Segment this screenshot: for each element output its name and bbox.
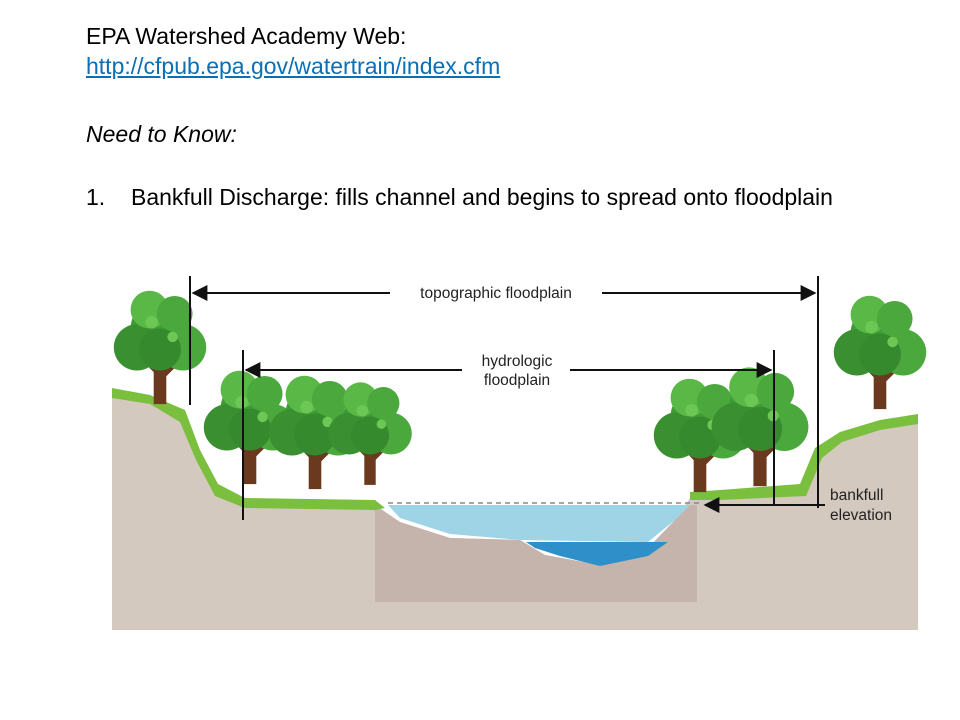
epa-link[interactable]: http://cfpub.epa.gov/watertrain/index.cf… bbox=[86, 53, 501, 79]
label-hydrologic-line2: floodplain bbox=[484, 372, 550, 389]
bankfull-water bbox=[388, 505, 690, 542]
grass-right bbox=[690, 414, 918, 500]
grass-left bbox=[112, 388, 385, 510]
label-topographic-floodplain: topographic floodplain bbox=[420, 285, 572, 302]
label-hydrologic-line1: hydrologic bbox=[482, 353, 553, 370]
soil-profile bbox=[112, 395, 918, 630]
page-title: EPA Watershed Academy Web: bbox=[86, 23, 407, 49]
channel-soil bbox=[375, 505, 697, 602]
section-heading: Need to Know: bbox=[86, 121, 237, 147]
label-bankfull-line1: bankfull bbox=[830, 487, 883, 504]
list-item-number: 1. bbox=[86, 184, 106, 210]
label-bankfull-line2: elevation bbox=[830, 507, 892, 524]
tree-icon bbox=[114, 291, 206, 404]
tree-icon bbox=[834, 296, 926, 409]
tree-icon bbox=[712, 367, 809, 486]
baseflow-water bbox=[526, 542, 668, 566]
list-item-text: Bankfull Discharge: fills channel and be… bbox=[131, 184, 833, 210]
